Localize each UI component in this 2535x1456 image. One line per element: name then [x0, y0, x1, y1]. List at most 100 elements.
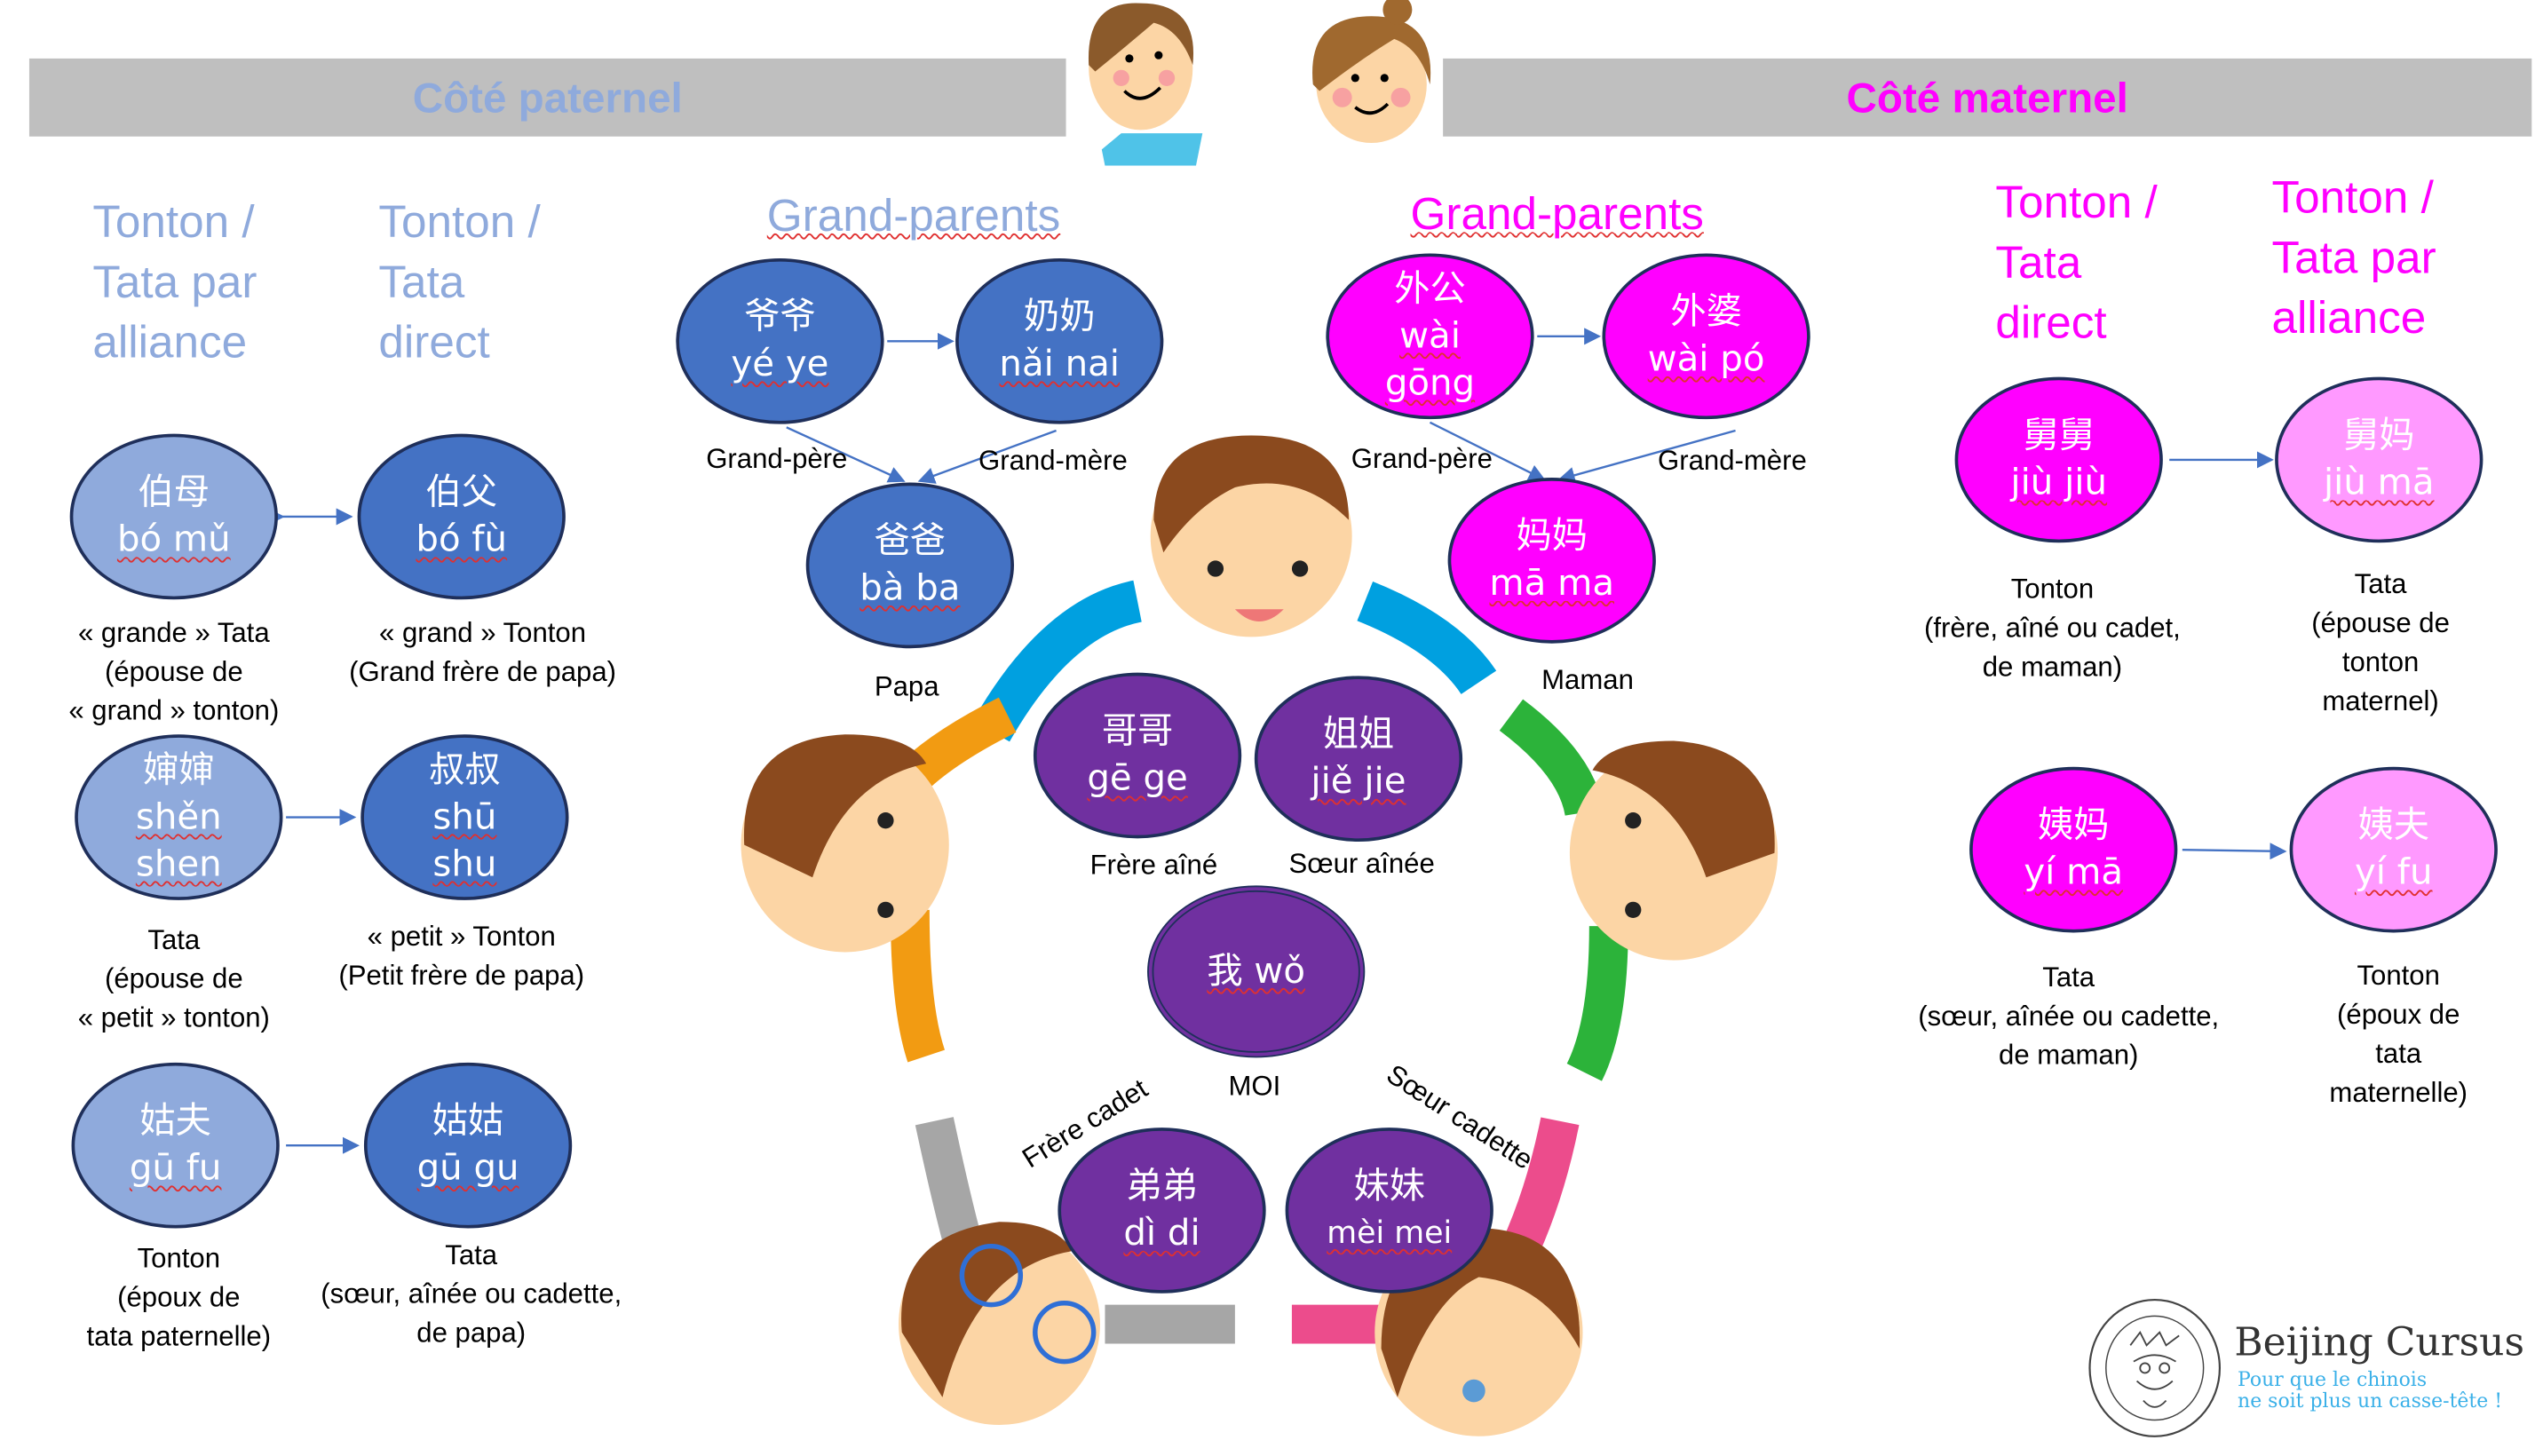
node-ma-ma: 妈妈 mā ma	[1447, 478, 1656, 644]
child-face-right-icon	[1569, 740, 1778, 961]
heading-maternal-grandparents: Grand-parents	[1410, 188, 1704, 240]
hanzi: 姐姐	[1322, 715, 1395, 756]
pinyin: mā ma	[1489, 564, 1615, 605]
hanzi: 姨夫	[2357, 805, 2429, 847]
dragon-seal-icon	[2088, 1298, 2222, 1437]
heading-paternal-alliance: Tonton / Tata par alliance	[92, 196, 257, 368]
node-shu-shu: 叔叔 shū shu	[360, 734, 569, 900]
hanzi: 哥哥	[1101, 711, 1174, 753]
hanzi: 妈妈	[1516, 516, 1588, 558]
heading-maternal-alliance: Tonton / Tata par alliance	[2271, 171, 2436, 344]
pinyin: nǎi nai	[999, 344, 1120, 385]
pinyin: jiě jie	[1311, 762, 1406, 803]
caption-wai-po: Grand-mère	[1658, 445, 1807, 477]
logo-tagline-line2: ne soit plus un casse-tête !	[2238, 1389, 2503, 1412]
pinyin: shū	[432, 796, 497, 838]
maternal-side-banner: Côté maternel	[1443, 58, 2532, 137]
caption-wai-gong: Grand-père	[1351, 443, 1493, 475]
node-wai-gong: 外公 wài gōng	[1326, 253, 1534, 420]
hanzi: 婶婶	[143, 749, 215, 791]
pinyin: gōng	[1384, 363, 1476, 404]
beijing-cursus-logo: Beijing Cursus Pour que le chinois ne so…	[2085, 1296, 2531, 1439]
pinyin: shu	[432, 843, 497, 885]
node-gu-fu: 姑夫 gū fu	[71, 1062, 280, 1229]
caption-ye-ye: Grand-père	[706, 443, 848, 475]
hanzi: 妹妹	[1353, 1167, 1425, 1207]
paternal-side-banner: Côté paternel	[28, 58, 1066, 137]
girl-face-icon	[1312, 0, 1431, 144]
hanzi-pinyin: 我 wǒ	[1207, 951, 1305, 993]
child-face-bottom-left-icon	[899, 1222, 1100, 1425]
caption-jie-jie: Sœur aînée	[1288, 848, 1435, 880]
boy-face-icon	[1088, 3, 1203, 166]
node-mei-mei: 妹妹 mèi mei	[1285, 1128, 1493, 1294]
pinyin: mèi mei	[1327, 1215, 1453, 1252]
caption-jiu-jiu: Tonton (frère, aîné ou cadet, de maman)	[1923, 574, 2181, 683]
pinyin: jiù mā	[2323, 463, 2435, 504]
node-jiu-ma: 舅妈 jiù mā	[2275, 376, 2484, 543]
hanzi: 叔叔	[429, 749, 501, 791]
hanzi: 外公	[1394, 268, 1466, 310]
pinyin: dì di	[1123, 1214, 1200, 1254]
hanzi: 伯母	[138, 472, 210, 514]
pinyin: wài	[1399, 315, 1461, 357]
heading-paternal-grandparents: Grand-parents	[766, 190, 1061, 241]
hanzi: 姑姑	[432, 1101, 504, 1143]
logo-tagline-line1: Pour que le chinois	[2238, 1367, 2428, 1391]
node-ye-ye: 爷爷 yé ye	[676, 257, 884, 424]
pinyin: yé ye	[731, 344, 829, 385]
node-wo: 我 wǒ	[1147, 885, 1366, 1058]
pinyin: gū gu	[416, 1148, 519, 1190]
node-jie-jie: 姐姐 jiě jie	[1254, 676, 1463, 842]
node-gu-gu: 姑姑 gū gu	[363, 1062, 573, 1229]
connector-arrows	[267, 328, 2287, 1154]
pinyin: wài pó	[1647, 339, 1765, 381]
hanzi: 舅舅	[2023, 415, 2095, 457]
pinyin: bà ba	[860, 568, 961, 610]
node-jiu-jiu: 舅舅 jiù jiù	[1954, 376, 2163, 543]
hanzi: 弟弟	[1126, 1167, 1198, 1207]
caption-ba-ba: Papa	[874, 670, 939, 702]
hanzi: 外婆	[1670, 292, 1742, 334]
node-shen-shen: 婶婶 shěn shen	[75, 734, 283, 900]
child-face-left-icon	[741, 734, 949, 953]
pinyin: bó mǔ	[116, 519, 231, 561]
caption-ma-ma: Maman	[1541, 664, 1634, 696]
pinyin: shěn	[135, 796, 222, 838]
pinyin: jiù jiù	[2010, 463, 2108, 504]
hanzi: 舅妈	[2342, 415, 2415, 457]
caption-wo: MOI	[1228, 1071, 1281, 1102]
pinyin: gē ge	[1087, 758, 1188, 800]
caption-ge-ge: Frère aîné	[1089, 850, 1218, 881]
pinyin: yí mā	[2024, 852, 2124, 894]
node-bo-mu: 伯母 bó mǔ	[69, 433, 278, 600]
node-yi-fu: 姨夫 yí fu	[2289, 766, 2498, 933]
hanzi: 爸爸	[874, 521, 947, 563]
caption-yi-ma: Tata (sœur, aînée ou cadette, de maman)	[1918, 961, 2220, 1072]
caption-yi-fu: Tonton (époux de tata maternelle)	[2329, 960, 2468, 1109]
hanzi: 爷爷	[744, 297, 816, 338]
logo-tagline: Pour que le chinois ne soit plus un cass…	[2238, 1367, 2503, 1412]
caption-bo-mu: « grande » Tata (épouse de « grand » ton…	[68, 617, 280, 727]
caption-jiu-ma: Tata (épouse de tonton maternel)	[2311, 568, 2450, 717]
caption-shen-shen: Tata (épouse de « petit » tonton)	[77, 924, 270, 1033]
logo-name: Beijing Cursus	[2234, 1319, 2525, 1365]
pinyin: bó fù	[416, 519, 508, 561]
heading-paternal-direct: Tonton / Tata direct	[378, 196, 541, 368]
hanzi: 姑夫	[139, 1101, 211, 1143]
node-bo-fu: 伯父 bó fù	[357, 433, 566, 600]
caption-shu-shu: « petit » Tonton (Petit frère de papa)	[338, 921, 585, 992]
node-wai-po: 外婆 wài pó	[1602, 253, 1810, 420]
hanzi: 伯父	[425, 472, 498, 514]
pinyin: gū fu	[129, 1148, 222, 1190]
heading-maternal-direct: Tonton / Tata direct	[1995, 177, 2158, 348]
pinyin: yí fu	[2354, 852, 2433, 894]
node-di-di: 弟弟 dì di	[1058, 1128, 1266, 1294]
boy-girl-illustration	[1088, 0, 1431, 166]
pinyin: shen	[135, 843, 222, 885]
child-face-top-icon	[1150, 435, 1352, 637]
caption-gu-gu: Tata (sœur, aînée ou cadette, de papa)	[321, 1239, 622, 1349]
